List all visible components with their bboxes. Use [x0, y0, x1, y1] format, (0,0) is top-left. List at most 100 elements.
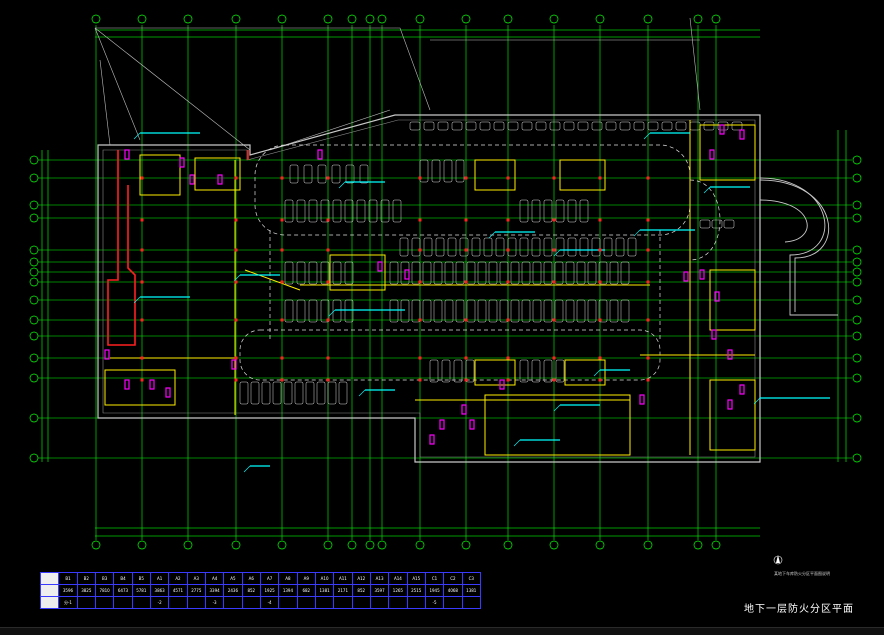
parking-stall: [609, 299, 619, 323]
schedule-cell: -3: [204, 596, 225, 609]
schedule-cell: A10: [314, 572, 335, 585]
parking-stall: [535, 121, 547, 131]
column-marker: [280, 356, 284, 360]
parking-stall: [250, 381, 260, 405]
schedule-cell: [113, 596, 133, 609]
parking-stall: [411, 299, 421, 323]
column-marker: [326, 248, 330, 252]
parking-stall: [620, 299, 630, 323]
schedule-cell: -5: [424, 596, 445, 609]
axis-bubble-icon: [852, 213, 862, 223]
axis-bubble-icon: [595, 14, 605, 24]
fire-equipment-symbol: [217, 174, 223, 185]
parking-stall: [389, 261, 399, 285]
parking-stall: [543, 299, 553, 323]
fire-equipment-symbol: [469, 419, 475, 430]
schedule-cell: A12: [351, 572, 371, 585]
axis-bubble-icon: [29, 213, 39, 223]
axis-bubble-icon: [29, 295, 39, 305]
axis-bubble-icon: [693, 14, 703, 24]
parking-stall: [392, 199, 402, 223]
parking-stall: [451, 121, 463, 131]
column-marker: [552, 280, 556, 284]
dimension-leader: [643, 132, 651, 140]
parking-stall: [308, 299, 318, 323]
parking-stall: [549, 121, 561, 131]
schedule-cell: 3596: [58, 584, 78, 597]
parking-stall: [443, 159, 453, 183]
dimension-frame: [41, 29, 847, 537]
parking-stall: [433, 299, 443, 323]
axis-bubble-icon: [323, 540, 333, 550]
parking-stall: [284, 199, 294, 223]
parking-stall: [423, 237, 433, 257]
parking-stall: [320, 199, 330, 223]
parking-stall: [356, 199, 366, 223]
parking-stall: [519, 359, 529, 383]
column-marker: [506, 176, 510, 180]
parking-stall: [400, 299, 410, 323]
column-marker: [646, 280, 650, 284]
parking-stall: [455, 159, 465, 183]
parking-stall: [305, 381, 315, 405]
parking-stall: [261, 381, 271, 405]
fire-equipment-symbol: [719, 124, 725, 135]
schedule-cell: [351, 596, 371, 609]
parking-stall: [303, 164, 313, 184]
column-marker: [140, 318, 144, 322]
parking-stall: [433, 261, 443, 285]
parking-stall: [409, 121, 421, 131]
parking-stall: [493, 121, 505, 131]
fire-equipment-symbol: [711, 329, 717, 340]
parking-stall: [555, 199, 565, 223]
column-marker: [234, 218, 238, 222]
axis-bubble-icon: [323, 14, 333, 24]
drawing-note: 某地下车库防火分区平面图说明: [774, 571, 830, 576]
equipment-symbols: [104, 124, 745, 445]
parking-stall: [320, 261, 330, 285]
axis-bubble-icon: [461, 14, 471, 24]
parking-stall: [554, 261, 564, 285]
schedule-cell: 分-1: [58, 596, 78, 609]
schedule-cell: A14: [388, 572, 408, 585]
parking-stall: [555, 359, 565, 383]
parking-stall: [466, 261, 476, 285]
schedule-cell: 3863: [149, 584, 170, 597]
column-marker: [506, 280, 510, 284]
parking-stall: [284, 299, 294, 323]
axis-bubble-icon: [415, 14, 425, 24]
axis-bubble-icon: [29, 173, 39, 183]
axis-bubble-icon: [852, 413, 862, 423]
schedule-cell: 4068: [443, 584, 463, 597]
column-marker: [234, 248, 238, 252]
parking-stall: [488, 261, 498, 285]
column-marker: [418, 248, 422, 252]
column-marker: [598, 248, 602, 252]
column-marker: [326, 356, 330, 360]
schedule-cell: A2: [168, 572, 188, 585]
schedule-cell: [94, 596, 115, 609]
axis-bubble-icon: [549, 540, 559, 550]
parking-stall: [543, 261, 553, 285]
dimension-leader: [553, 249, 561, 257]
fire-equipment-symbol: [404, 269, 410, 280]
parking-stall: [577, 121, 589, 131]
column-marker: [506, 378, 510, 382]
parking-stall: [345, 164, 355, 184]
schedule-cell: [131, 596, 151, 609]
schedule-cell: 852: [351, 584, 371, 597]
column-marker: [280, 218, 284, 222]
parking-stall: [316, 381, 326, 405]
dimension-leader: [753, 397, 761, 405]
parking-stall: [532, 299, 542, 323]
schedule-cell: 6473: [113, 584, 133, 597]
axis-bubble-icon: [347, 14, 357, 24]
schedule-cell: 2436: [223, 584, 243, 597]
parking-stall: [429, 359, 439, 383]
fire-zone-boundary: [107, 150, 249, 346]
parking-stall: [615, 237, 625, 257]
parking-stall: [447, 237, 457, 257]
parking-stall: [507, 237, 517, 257]
axis-bubble-icon-group: [29, 14, 862, 550]
